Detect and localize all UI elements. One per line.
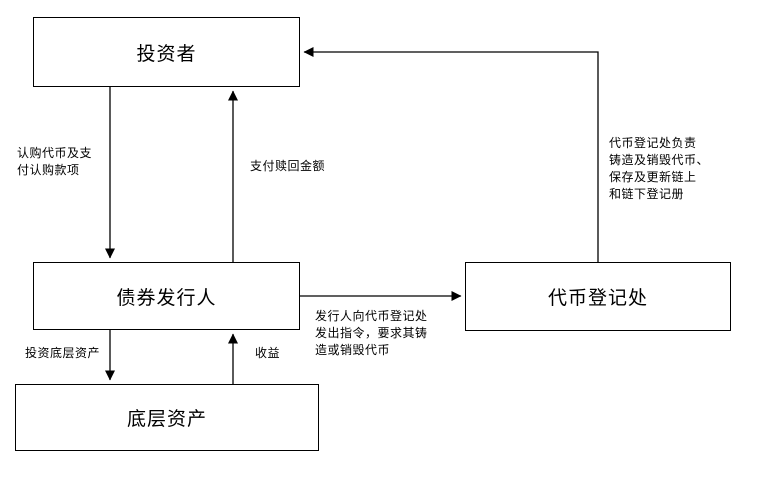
edge-label-subscribe: 认购代币及支 付认购款项 [17,146,93,177]
edge-registry-duty-arrow [303,47,599,262]
node-assets-label: 底层资产 [126,408,207,430]
edge-label-registry-duty: 代币登记处负责 铸造及销毁代币、 保存及更新链上 和链下登记册 [609,136,710,201]
edge-label-invest: 投资底层资产 [25,346,101,360]
edge-label-redeem: 支付赎回金额 [250,159,326,173]
node-investor: 投资者 [33,17,300,87]
edge-label-income: 收益 [255,346,281,360]
node-issuer-label: 债券发行人 [116,286,217,309]
node-issuer: 债券发行人 [33,262,300,330]
node-investor-label: 投资者 [136,42,197,65]
node-registry-label: 代币登记处 [547,287,648,309]
node-registry: 代币登记处 [465,262,731,331]
node-assets: 底层资产 [15,384,319,451]
edge-label-instruct: 发行人向代币登记处 发出指令，要求其铸 造或销毁代币 [315,309,428,357]
